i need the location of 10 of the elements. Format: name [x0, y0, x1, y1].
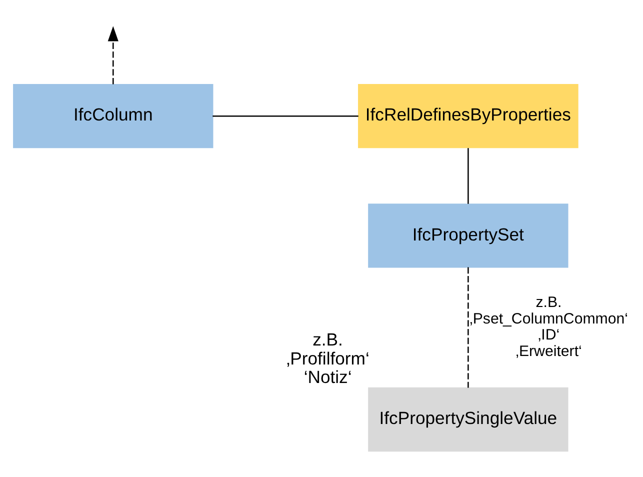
- node-label: z.B. ‚Profilform‘ ‘Notiz‘: [286, 328, 370, 387]
- node-box: IfcPropertySingleValue: [368, 386, 568, 452]
- connector: [468, 148, 469, 204]
- node-box: IfcRelDefinesByProperties: [358, 83, 578, 148]
- arrow: [108, 26, 118, 84]
- node-box: IfcPropertySet: [368, 203, 568, 268]
- connector: [212, 114, 358, 116]
- node-box: IfcColumn: [13, 83, 214, 148]
- connector: [468, 266, 469, 388]
- edge-label: z.B. ‚Pset_ColumnCommon‘ ‚ID‘ ‚Erweitert‘: [469, 293, 628, 360]
